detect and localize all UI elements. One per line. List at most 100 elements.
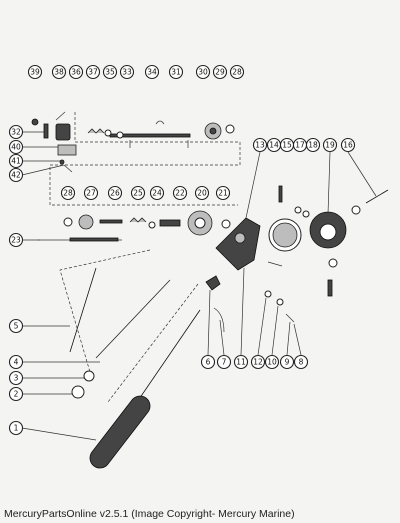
callout-number: 42 (11, 171, 21, 180)
callout-number: 39 (30, 68, 40, 77)
callout-number: 32 (11, 128, 21, 137)
callout-number: 40 (11, 143, 21, 152)
callout-number: 12 (253, 358, 263, 367)
leader-lines (21, 131, 377, 441)
spring-37 (87, 128, 105, 134)
callout-number: 3 (14, 374, 19, 383)
callout-number: 37 (88, 68, 98, 77)
callout-number: 19 (325, 141, 335, 150)
callout-number: 8 (299, 358, 304, 367)
callout-2: 2 (8, 386, 24, 402)
callout-number: 16 (343, 141, 353, 150)
screw-15 (278, 185, 283, 203)
callout-number: 34 (147, 68, 157, 77)
callout-22: 22 (172, 185, 188, 201)
callout-29: 29 (212, 64, 228, 80)
callout-21: 21 (215, 185, 231, 201)
callout-number: 31 (171, 68, 181, 77)
callout-6: 6 (200, 354, 216, 370)
housing-13 (215, 217, 261, 271)
callout-40: 40 (8, 139, 24, 155)
callout-8: 8 (293, 354, 309, 370)
callout-number: 18 (308, 141, 318, 150)
callout-number: 27 (86, 189, 96, 198)
callout-number: 28 (232, 68, 242, 77)
callout-number: 6 (206, 358, 211, 367)
callout-23: 23 (8, 232, 24, 248)
callout-5: 5 (8, 318, 24, 334)
callout-18: 18 (305, 137, 321, 153)
callout-17: 17 (292, 137, 308, 153)
callout-27: 27 (83, 185, 99, 201)
gear-27 (78, 214, 94, 230)
callout-26: 26 (107, 185, 123, 201)
tube-5 (69, 267, 97, 353)
callout-16: 16 (340, 137, 356, 153)
callout-number: 15 (282, 141, 292, 150)
callout-9: 9 (279, 354, 295, 370)
callout-38: 38 (51, 64, 67, 80)
lower-leader-lines (207, 267, 302, 356)
callout-number: 1 (14, 424, 19, 433)
callout-13: 13 (252, 137, 268, 153)
callout-number: 28 (63, 189, 73, 198)
callout-31: 31 (168, 64, 184, 80)
callout-number: 38 (54, 68, 64, 77)
rod-1 (134, 309, 201, 406)
housing-assembly (205, 185, 389, 333)
callout-14: 14 (266, 137, 282, 153)
callout-20: 20 (194, 185, 210, 201)
callout-number: 22 (175, 189, 185, 198)
washer-21 (221, 219, 231, 229)
callout-28-lower: 28 (60, 185, 76, 201)
callout-number: 29 (215, 68, 225, 77)
callout-11: 11 (233, 354, 249, 370)
callout-36: 36 (68, 64, 84, 80)
callout-35: 35 (102, 64, 118, 80)
callout-34: 34 (144, 64, 160, 80)
callout-number: 36 (71, 68, 81, 77)
callout-number: 25 (133, 189, 143, 198)
middle-shaft-assembly (38, 210, 231, 242)
grip-1 (89, 395, 151, 469)
clip-34 (155, 120, 165, 125)
callout-number: 30 (198, 68, 208, 77)
callout-32: 32 (8, 124, 24, 140)
callout-number: 2 (14, 390, 19, 399)
callout-19: 19 (322, 137, 338, 153)
washer-28b (63, 217, 73, 227)
callout-41: 41 (8, 153, 24, 169)
callout-number: 11 (236, 358, 246, 367)
ring-2 (71, 385, 85, 399)
pin-23 (69, 237, 119, 242)
nut-39 (31, 118, 39, 126)
bolt-lower (327, 279, 333, 297)
callout-number: 33 (122, 68, 132, 77)
callout-7: 7 (216, 354, 232, 370)
bolt-16 (365, 189, 389, 204)
clamp-40 (57, 144, 77, 156)
callout-4: 4 (8, 354, 24, 370)
stud-32 (43, 123, 49, 139)
callout-10: 10 (264, 354, 280, 370)
sleeve-4 (95, 279, 171, 359)
callout-25: 25 (130, 185, 146, 201)
group-boundary-lines (49, 112, 241, 403)
callout-28: 28 (229, 64, 245, 80)
callout-12: 12 (250, 354, 266, 370)
washer-33 (116, 131, 124, 139)
block-36 (55, 123, 71, 141)
callout-33: 33 (119, 64, 135, 80)
callout-37: 37 (85, 64, 101, 80)
callout-number: 5 (14, 322, 19, 331)
callout-39: 39 (27, 64, 43, 80)
tiller-assembly (69, 267, 201, 469)
callout-42: 42 (8, 167, 24, 183)
callout-number: 21 (218, 189, 228, 198)
shaft-26 (99, 219, 123, 224)
spring-25 (129, 217, 147, 223)
callout-number: 20 (197, 189, 207, 198)
callout-number: 35 (105, 68, 115, 77)
fitting-6 (205, 275, 221, 291)
